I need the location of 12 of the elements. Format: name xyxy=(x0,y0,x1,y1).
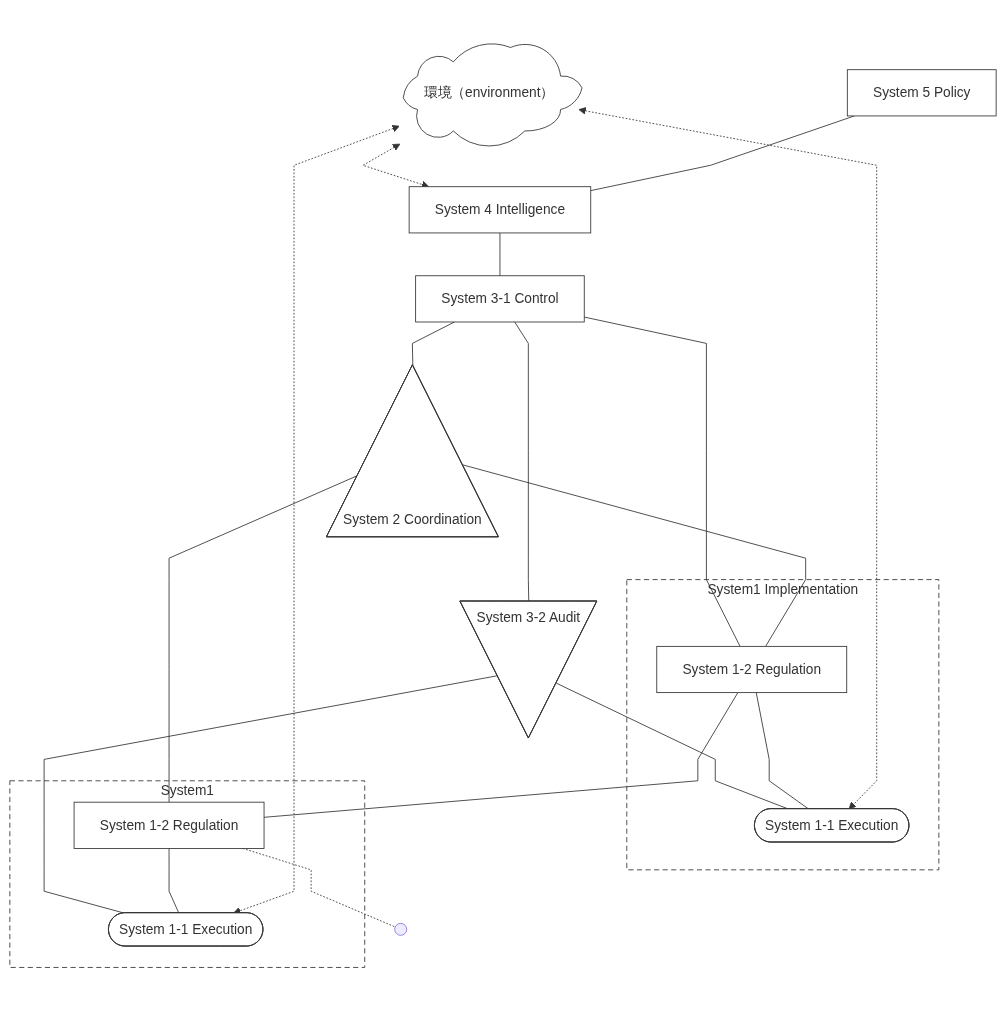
connector xyxy=(514,321,530,603)
connector xyxy=(462,464,807,648)
node-box: System 3-1 Control xyxy=(415,275,585,323)
node-box: System 4 Intelligence xyxy=(408,186,592,234)
connector xyxy=(43,675,498,914)
connector xyxy=(583,316,741,648)
connector xyxy=(168,848,180,914)
node-box: System 1-2 Regulation xyxy=(73,802,265,850)
node-box: System 1-2 Regulation xyxy=(656,646,848,694)
connector xyxy=(263,692,739,819)
connector xyxy=(499,232,501,277)
node-box: System 5 Policy xyxy=(846,69,997,117)
